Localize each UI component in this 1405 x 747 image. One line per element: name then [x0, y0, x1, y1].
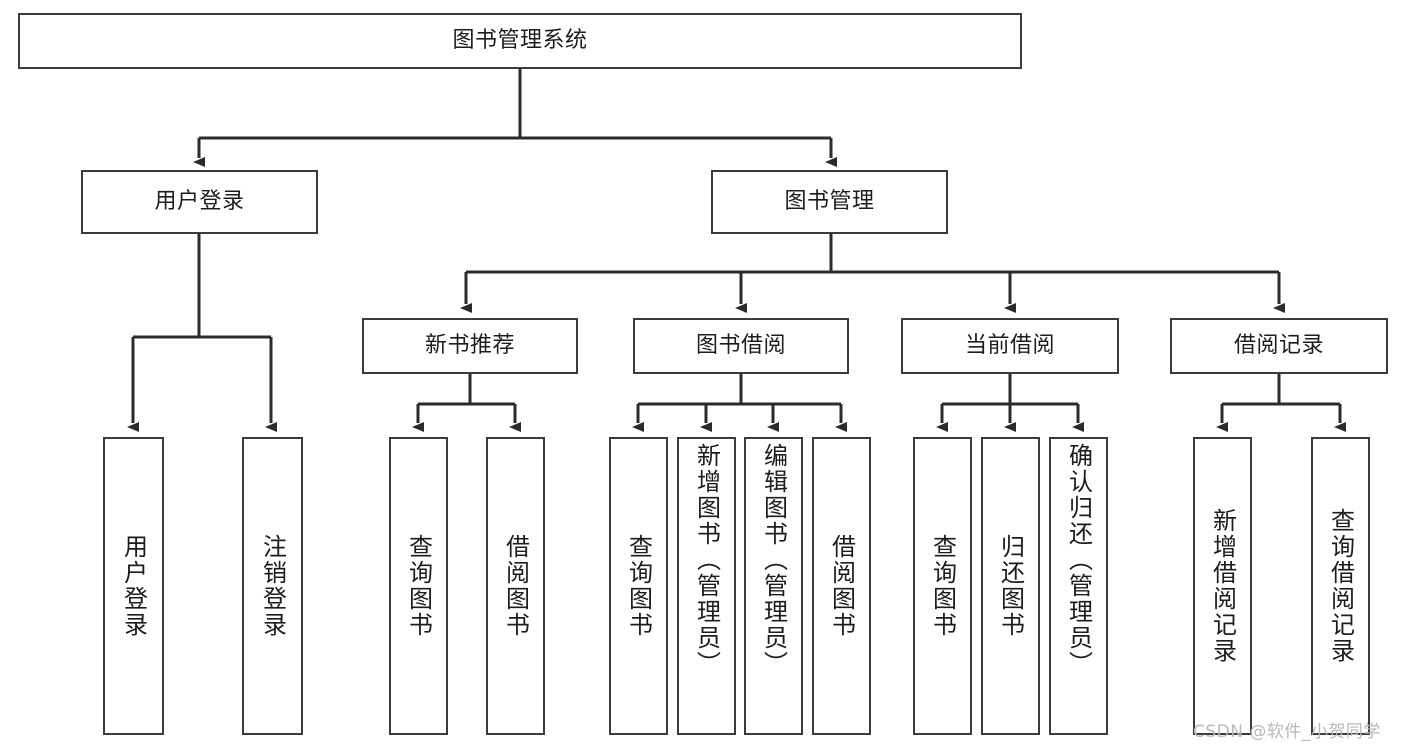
node-leaf-query-book-borrow[interactable]: 查询图书 [609, 437, 668, 735]
node-label: 确认归还（管理员） [1064, 443, 1093, 677]
node-label: 借阅图书 [501, 534, 530, 638]
node-leaf-user-login[interactable]: 用户登录 [103, 437, 164, 735]
node-borrow-record[interactable]: 借阅记录 [1170, 318, 1388, 374]
node-label: 图书管理系统 [452, 28, 588, 54]
node-book-borrow[interactable]: 图书借阅 [633, 318, 849, 374]
node-label: 编辑图书（管理员） [759, 443, 788, 677]
node-leaf-logout[interactable]: 注销登录 [242, 437, 303, 735]
node-leaf-return-book[interactable]: 归还图书 [981, 437, 1040, 735]
node-label: 查询借阅记录 [1326, 508, 1355, 664]
node-label: 借阅记录 [1233, 333, 1324, 359]
node-label: 用户登录 [154, 189, 245, 215]
node-label: 当前借阅 [964, 333, 1055, 359]
node-user-login[interactable]: 用户登录 [81, 170, 318, 234]
node-root-library-system[interactable]: 图书管理系统 [18, 13, 1022, 69]
node-leaf-query-book-recommend[interactable]: 查询图书 [389, 437, 448, 735]
node-label: 图书借阅 [695, 333, 786, 359]
node-label: 图书管理 [784, 189, 875, 215]
node-new-book-recommend[interactable]: 新书推荐 [362, 318, 578, 374]
node-label: 借阅图书 [827, 534, 856, 638]
node-book-management[interactable]: 图书管理 [711, 170, 948, 234]
node-label: 查询图书 [928, 534, 957, 638]
node-leaf-query-borrow-record[interactable]: 查询借阅记录 [1311, 437, 1370, 735]
csdn-watermark: CSDN @软件_小贺同学 [1193, 722, 1381, 742]
node-leaf-edit-book-admin[interactable]: 编辑图书（管理员） [744, 437, 803, 735]
node-label: 归还图书 [996, 534, 1025, 638]
node-label: 查询图书 [624, 534, 653, 638]
node-leaf-add-borrow-record[interactable]: 新增借阅记录 [1193, 437, 1252, 735]
node-label: 新增借阅记录 [1208, 508, 1237, 664]
node-leaf-borrow-book[interactable]: 借阅图书 [812, 437, 871, 735]
node-leaf-confirm-return-admin[interactable]: 确认归还（管理员） [1049, 437, 1108, 735]
node-label: 用户登录 [119, 534, 148, 638]
node-leaf-borrow-book-recommend[interactable]: 借阅图书 [486, 437, 545, 735]
node-label: 注销登录 [258, 534, 287, 638]
node-label: 新书推荐 [424, 333, 515, 359]
node-label: 新增图书（管理员） [692, 443, 721, 677]
node-current-borrow[interactable]: 当前借阅 [901, 318, 1119, 374]
node-leaf-query-book-current[interactable]: 查询图书 [913, 437, 972, 735]
node-label: 查询图书 [404, 534, 433, 638]
node-leaf-add-book-admin[interactable]: 新增图书（管理员） [677, 437, 736, 735]
